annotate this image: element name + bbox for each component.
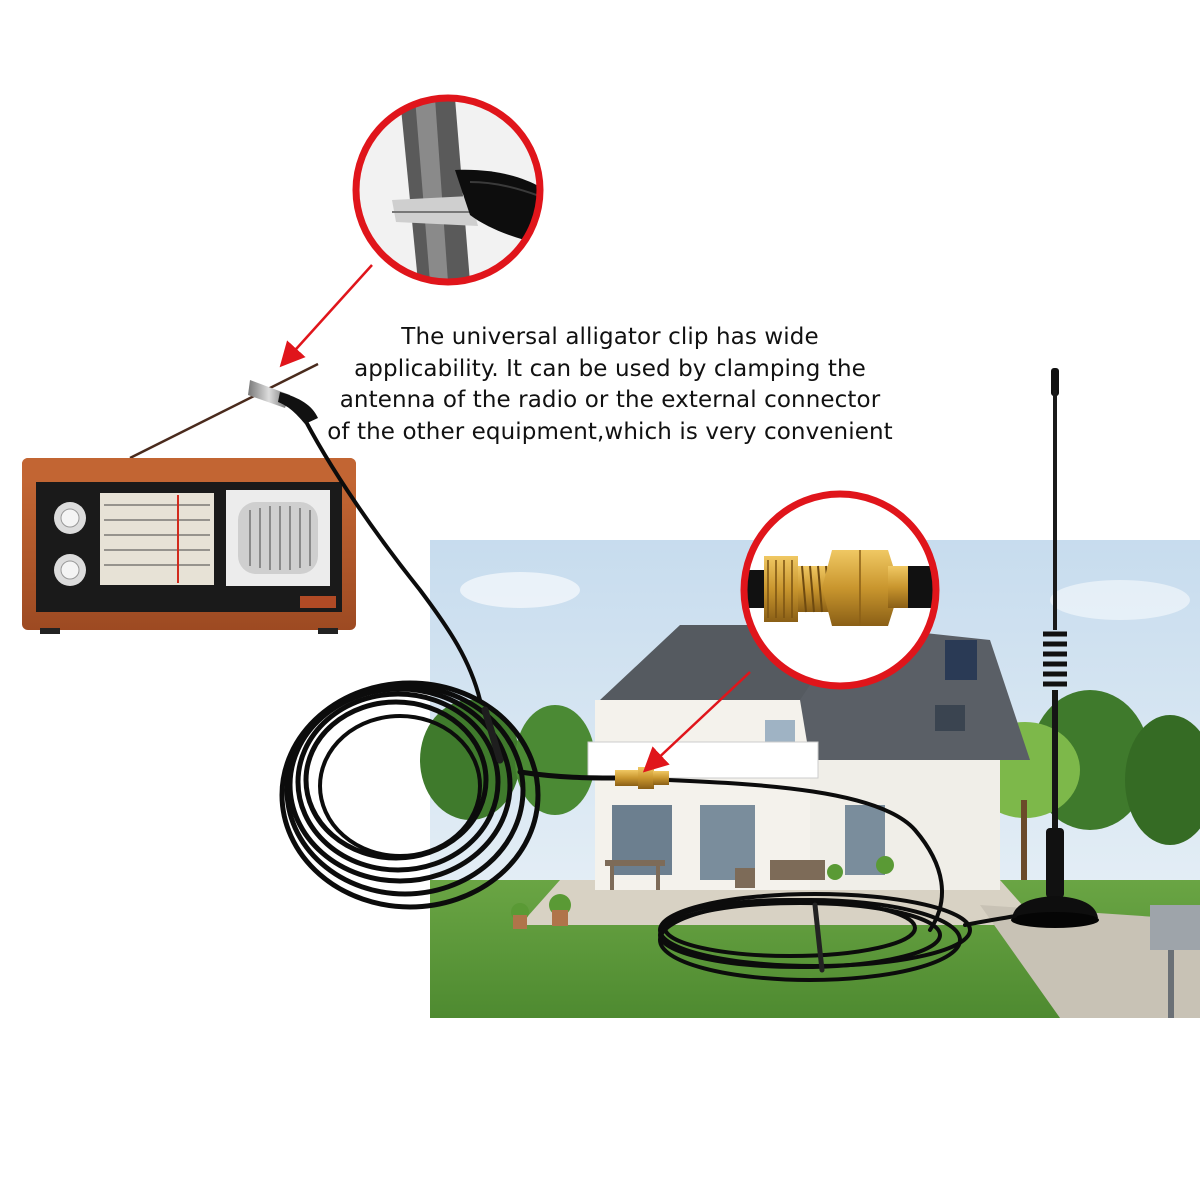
feature-caption: The universal alligator clip has wide ap… [300,322,920,448]
caption-line-4: of the other equipment,which is very con… [327,418,893,445]
magnetic-antenna [1011,368,1099,928]
connector-zoom-callout [642,490,940,773]
garden-furniture [605,860,825,890]
tuning-dial [100,493,214,585]
sma-connector [615,767,669,789]
coax-cable [279,408,1017,982]
flower-pots [511,856,894,929]
speaker-grille [226,490,330,586]
caption-line-1: The universal alligator clip has wide [401,324,819,350]
caption-line-3: antenna of the radio or the external con… [339,387,881,413]
radio-knobs [54,502,86,586]
house [587,605,1030,890]
caption-line-2: applicability. It can be used by clampin… [354,355,866,382]
alligator-clip [248,380,318,424]
clip-zoom-callout [279,94,544,368]
vintage-radio [22,362,356,634]
